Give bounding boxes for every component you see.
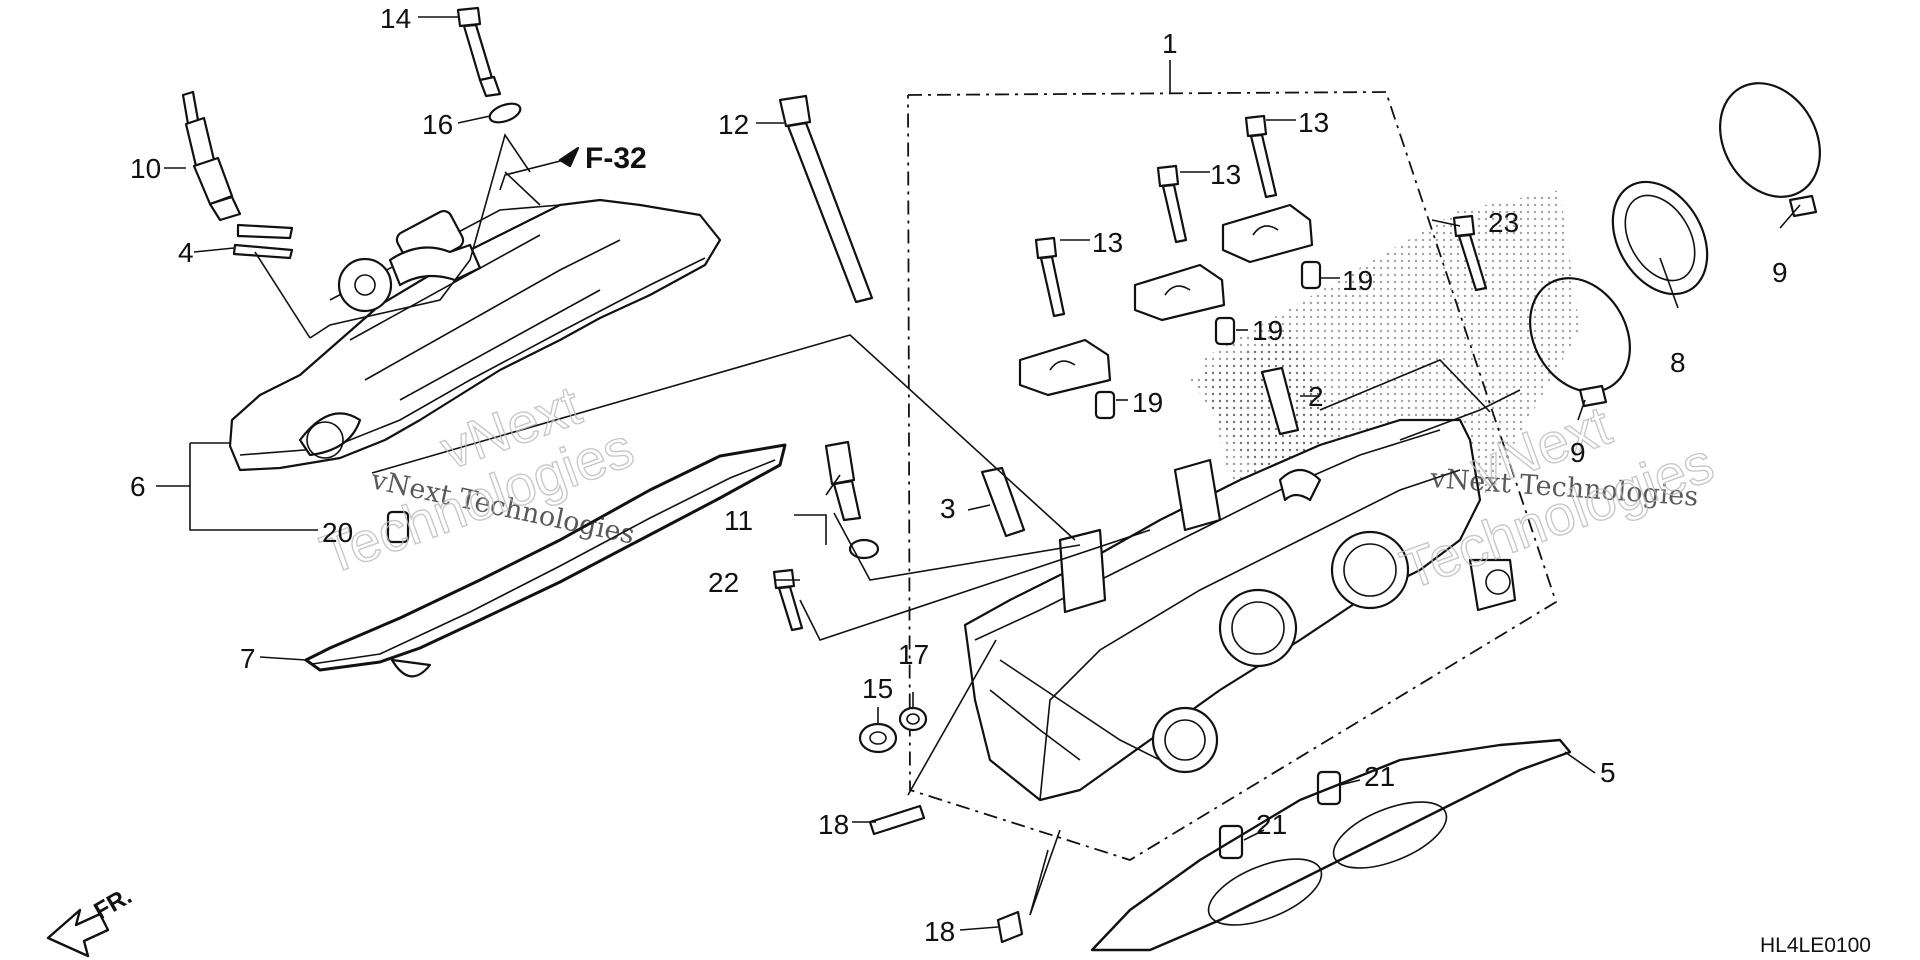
callout-9: 9 <box>1570 437 1586 468</box>
callout-19: 19 <box>1342 265 1373 296</box>
temp-sensor <box>824 440 880 560</box>
callout-11: 11 <box>724 505 753 536</box>
callout-6: 6 <box>130 471 146 502</box>
leader-lines <box>156 16 1801 931</box>
callout-8: 8 <box>1670 347 1686 378</box>
section-ref-label: F-32 <box>585 142 647 175</box>
callout-13: 13 <box>1298 107 1329 138</box>
cylinder-head <box>963 418 1517 802</box>
callout-7: 7 <box>240 643 256 674</box>
callout-18: 18 <box>924 916 955 947</box>
callout-18: 18 <box>818 809 849 840</box>
bolt-14 <box>456 6 502 98</box>
assembly-boundary-1 <box>907 91 1558 861</box>
cover-gasket <box>304 443 787 672</box>
cylinder-head-cover <box>228 198 722 472</box>
callout-4: 4 <box>178 237 194 268</box>
callout-3: 3 <box>940 493 956 524</box>
intake-insulator <box>1529 82 1821 408</box>
bolt-12 <box>778 94 874 304</box>
head-gasket <box>1090 738 1572 952</box>
callout-9: 9 <box>1772 257 1788 288</box>
callout-2: 2 <box>1308 381 1324 412</box>
callout-13: 13 <box>1210 159 1241 190</box>
callout-19: 19 <box>1132 387 1163 418</box>
callout-12: 12 <box>718 109 749 140</box>
callout-20: 20 <box>322 517 353 548</box>
callout-21: 21 <box>1256 809 1287 840</box>
callout-15: 15 <box>862 673 893 704</box>
callout-1: 1 <box>1162 28 1178 59</box>
camshaft-holders <box>1018 203 1314 397</box>
bolts-13 <box>1034 114 1278 318</box>
callout-23: 23 <box>1488 207 1519 238</box>
diagram-code: HL4LE0100 <box>1760 934 1871 957</box>
callout-19: 19 <box>1252 315 1283 346</box>
callout-5: 5 <box>1600 757 1616 788</box>
callout-17: 17 <box>898 639 929 670</box>
callout-22: 22 <box>708 567 739 598</box>
callout-16: 16 <box>422 109 453 140</box>
callout-13: 13 <box>1092 227 1123 258</box>
front-arrow <box>46 908 110 958</box>
callout-21: 21 <box>1364 761 1395 792</box>
section-ref-arrow <box>499 146 580 191</box>
spark-plug <box>181 90 242 222</box>
callout-14: 14 <box>380 3 411 34</box>
callout-10: 10 <box>130 153 161 184</box>
